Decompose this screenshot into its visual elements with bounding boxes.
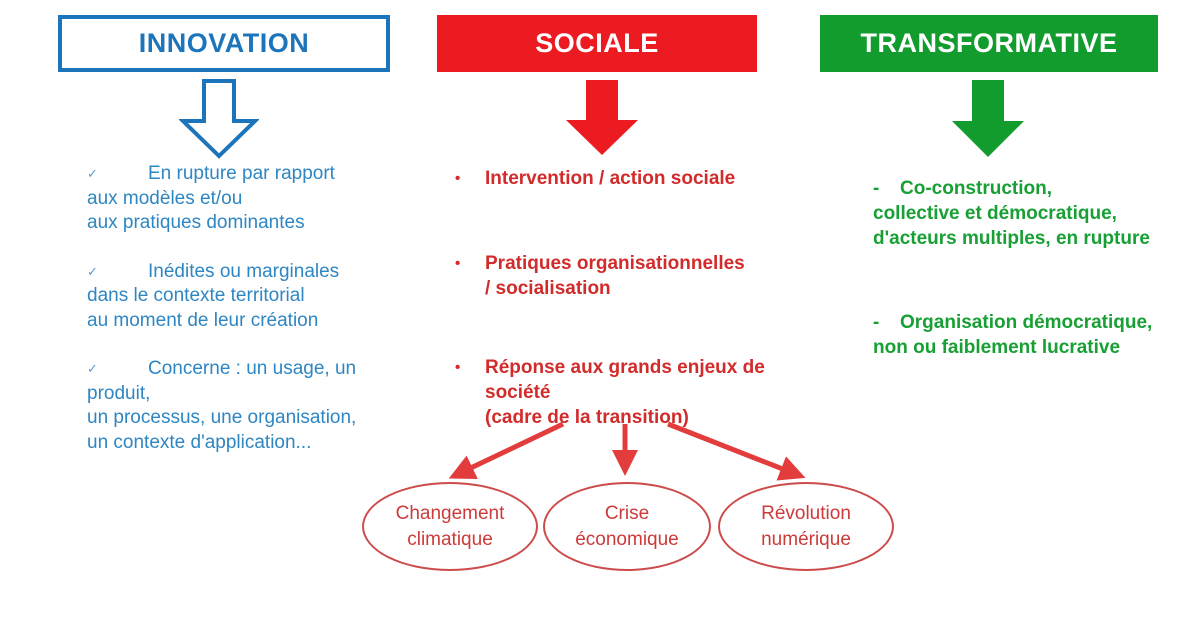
list-line: aux modèles et/ou	[87, 187, 243, 209]
bullet-icon: •	[455, 170, 461, 187]
innovation-title-box: INNOVATION	[58, 15, 390, 72]
list-line: un processus, une organisation,	[87, 407, 357, 428]
ellipse-line: Révolution	[761, 502, 851, 524]
list-item: • Réponse aux grands enjeux de société (…	[455, 355, 835, 430]
arrow-to-revolution-numerique	[667, 421, 806, 481]
list-line: collective et démocratique,	[873, 203, 1117, 224]
list-line: ✓ En rupture par rapport	[87, 162, 417, 187]
sociale-title: SOCIALE	[535, 28, 659, 58]
sociale-title-box: SOCIALE	[437, 15, 757, 72]
list-line: dans le contexte territorial	[87, 285, 305, 306]
list-line: Réponse aux grands enjeux de société	[485, 357, 765, 403]
sociale-list: • Intervention / action sociale • Pratiq…	[455, 166, 835, 430]
checkmark-icon: ✓	[87, 263, 98, 279]
list-line: aux pratiques dominantes	[87, 212, 305, 233]
list-line: -Co-construction,	[873, 176, 1173, 201]
list-line: d'acteurs multiples, en rupture	[873, 228, 1150, 249]
list-item: -Organisation démocratique, non ou faibl…	[873, 310, 1173, 360]
checkmark-icon: ✓	[87, 361, 98, 376]
list-line: Intervention / action sociale	[485, 168, 736, 189]
transformative-list: -Co-construction, collective et démocrat…	[873, 176, 1173, 360]
innovation-title: INNOVATION	[138, 28, 310, 58]
list-line: au moment de leur création	[87, 309, 319, 331]
checkmark-icon: ✓	[87, 166, 98, 181]
ellipse-line: Crise	[604, 502, 650, 524]
transformative-title: TRANSFORMATIVE	[860, 28, 1118, 58]
list-line: ✓Concerne : un usage, un produit,	[87, 357, 417, 406]
list-item: ✓Concerne : un usage, un produit, un pro…	[87, 357, 417, 455]
list-line-text: Concerne : un usage, un produit,	[87, 358, 357, 404]
list-item: ✓ En rupture par rapport aux modèles et/o…	[87, 162, 417, 236]
list-line: -Organisation démocratique,	[873, 310, 1173, 335]
list-line: un contexte d'application...	[87, 431, 312, 453]
list-item: -Co-construction, collective et démocrat…	[873, 176, 1173, 251]
list-line: / socialisation	[485, 278, 611, 299]
ellipse-line: numérique	[761, 528, 851, 550]
transformative-title-box: TRANSFORMATIVE	[820, 15, 1158, 72]
down-arrow-outline-icon	[179, 79, 259, 159]
list-line: (cadre de la transition)	[485, 407, 689, 428]
list-item: ✓ Inédites ou marginales dans le contexte…	[87, 260, 417, 334]
list-line: ✓ Inédites ou marginales	[87, 260, 417, 285]
ellipse-line: économique	[575, 528, 679, 550]
down-arrow-red-icon	[566, 80, 638, 155]
innovation-list: ✓ En rupture par rapport aux modèles et/o…	[87, 162, 417, 479]
ellipse-line: Changement	[395, 502, 505, 524]
list-line-text: Organisation démocratique,	[900, 312, 1153, 333]
dash-icon: -	[873, 312, 880, 333]
list-line: Pratiques organisationnelles	[485, 253, 745, 274]
down-arrow-green-icon	[952, 80, 1024, 157]
ellipse-revolution-numerique: Révolution numérique	[718, 482, 894, 571]
bullet-icon: •	[455, 359, 461, 376]
list-line: non ou faiblement lucrative	[873, 337, 1121, 358]
ellipse-changement-climatique: Changement climatique	[362, 482, 538, 571]
list-line-text: Co-construction,	[900, 178, 1052, 199]
list-line-text: Inédites ou marginales	[148, 260, 340, 282]
list-item: • Intervention / action sociale	[455, 166, 835, 191]
dash-icon: -	[873, 178, 880, 199]
list-item: • Pratiques organisationnelles / sociali…	[455, 251, 835, 301]
ellipse-line: climatique	[407, 528, 493, 550]
arrow-to-changement-climatique	[448, 421, 565, 479]
list-line-text: En rupture par rapport	[148, 163, 335, 184]
ellipse-crise-economique: Crise économique	[543, 482, 711, 571]
bullet-icon: •	[455, 255, 461, 272]
